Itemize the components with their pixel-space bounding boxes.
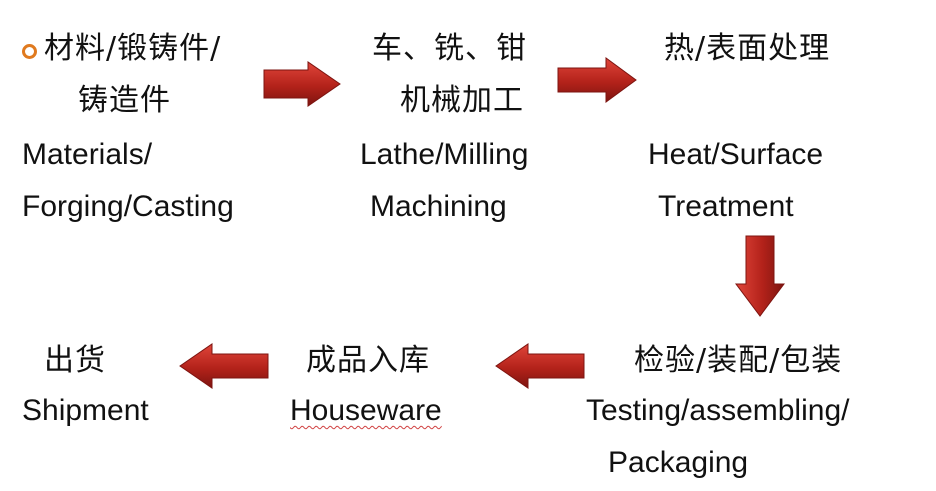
machining-en-line2: Machining <box>370 190 507 223</box>
machining-cn-line1: 车、铣、钳 <box>372 31 527 66</box>
machining-cn-line2: 机械加工 <box>400 83 524 118</box>
treatment-en-line1: Heat/Surface <box>648 138 824 171</box>
warehouse-cn-line1: 成品入库 <box>306 343 430 378</box>
testing-en-line2: Packaging <box>608 446 749 479</box>
machining-en-line1: Lathe/Milling <box>360 138 529 171</box>
testing-cn-line1: 检验/装配/包装 <box>634 343 843 378</box>
materials-cn-line2: 铸造件 <box>78 83 171 118</box>
materials-cn-line1: 材料/锻铸件/ <box>44 31 222 66</box>
arrow-left-2-icon <box>179 343 269 389</box>
treatment-cn-line1: 热/表面处理 <box>664 31 831 66</box>
arrow-left-1-icon <box>495 343 585 389</box>
shipment-cn-line1: 出货 <box>44 343 106 378</box>
arrow-right-1-icon <box>263 61 341 107</box>
materials-en-line2: Forging/Casting <box>22 190 234 223</box>
warehouse-en-line1: Houseware <box>290 394 442 427</box>
circle-bullet-icon <box>22 44 37 59</box>
shipment-en-line1: Shipment <box>22 394 149 427</box>
arrow-right-2-icon <box>557 57 637 103</box>
materials-en-line1: Materials/ <box>22 138 153 171</box>
arrow-down-icon <box>735 235 785 317</box>
treatment-en-line2: Treatment <box>658 190 794 223</box>
testing-en-line1: Testing/assembling/ <box>586 394 850 427</box>
